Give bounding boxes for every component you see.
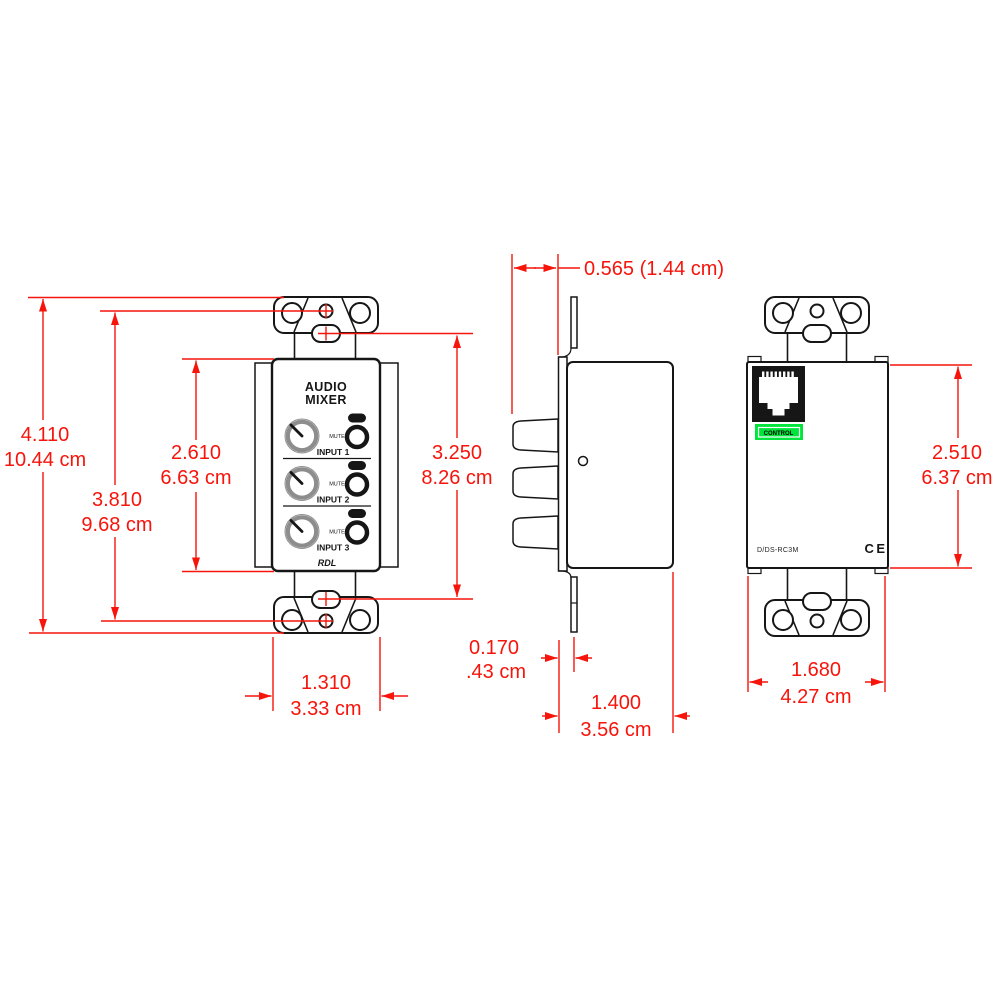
svg-text:2.610: 2.610: [171, 442, 221, 464]
dim-rear-body-height: 2.510 6.37 cm: [890, 364, 993, 569]
panel-title-line1: AUDIO: [305, 380, 347, 394]
dim-slot-spacing: 3.250 8.26 cm: [421, 335, 493, 597]
mute-label: MUTE: [329, 482, 345, 488]
mute-button-icon[interactable]: [344, 472, 370, 497]
front-view: AUDIO MIXER MUTE INPUT 1 MUTE INPUT 2: [254, 296, 399, 634]
model-number: D/DS-RC3M: [757, 547, 799, 554]
right-side-tab: [379, 362, 399, 568]
svg-text:3.250: 3.250: [432, 442, 482, 464]
svg-text:0.565 (1.44 cm): 0.565 (1.44 cm): [584, 258, 724, 280]
ear-hole: [281, 302, 303, 324]
input-label: INPUT 1: [317, 447, 350, 457]
svg-text:4.110: 4.110: [21, 424, 70, 446]
channel-1: MUTE INPUT 1: [283, 413, 371, 460]
ce-mark: CE: [864, 541, 887, 556]
mute-button-icon[interactable]: [344, 424, 370, 450]
input-label: INPUT 3: [317, 543, 350, 553]
top-flange: [570, 296, 578, 349]
top-mounting-bracket: [764, 296, 870, 343]
center-hole: [809, 303, 825, 319]
svg-text:3.810: 3.810: [92, 489, 142, 511]
ear-hole: [840, 302, 862, 324]
ear-hole: [349, 609, 371, 631]
svg-text:3.56 cm: 3.56 cm: [580, 719, 651, 741]
dim-knob-projection: 0.565 (1.44 cm): [511, 254, 724, 414]
svg-text:0.170: 0.170: [469, 637, 519, 659]
knob-profile: [512, 515, 559, 550]
svg-text:1.400: 1.400: [591, 692, 641, 714]
svg-text:.43 cm: .43 cm: [466, 661, 526, 683]
faceplate-edge: [557, 356, 568, 572]
channel-3: MUTE INPUT 3: [284, 509, 370, 553]
rear-view: CONTROL D/DS-RC3M CE: [746, 296, 889, 637]
svg-text:CONTROL: CONTROL: [764, 431, 794, 437]
knob-pointer: [289, 423, 304, 438]
screw-hole: [577, 455, 589, 467]
led-icon: [348, 509, 366, 518]
knob-profile: [512, 418, 559, 453]
ear-hole: [840, 609, 862, 631]
bottom-mounting-bracket: [764, 592, 870, 637]
channel-2: MUTE INPUT 2: [283, 461, 371, 507]
dim-overall-height: 4.110 10.44 cm: [4, 296, 284, 634]
mounting-slot: [802, 324, 832, 343]
dim-bracket-width: 1.310 3.33 cm: [245, 637, 408, 720]
ear-hole: [281, 609, 303, 631]
knob-pointer: [289, 471, 304, 485]
ear-hole: [349, 302, 371, 324]
svg-text:9.68 cm: 9.68 cm: [81, 514, 152, 536]
svg-text:6.63 cm: 6.63 cm: [160, 467, 231, 489]
led-icon: [348, 461, 366, 470]
enclosure-body: [566, 361, 674, 569]
center-hole: [809, 613, 825, 629]
dim-rear-body-width: 1.680 4.27 cm: [747, 576, 886, 708]
svg-text:1.680: 1.680: [791, 659, 841, 681]
led-icon: [348, 413, 366, 423]
svg-text:6.37 cm: 6.37 cm: [921, 467, 992, 489]
knob-pointer: [289, 519, 304, 533]
rj45-jack-icon[interactable]: [752, 366, 805, 422]
dimension-annotations: 4.110 10.44 cm 3.810 9.68 cm 2.610 6.63 …: [4, 254, 993, 741]
ear-hole: [772, 302, 794, 324]
svg-text:2.510: 2.510: [932, 442, 982, 464]
dim-body-depth: 1.400 3.56 cm: [542, 572, 690, 741]
mute-label: MUTE: [329, 434, 345, 440]
dim-faceplate-height: 2.610 6.63 cm: [160, 358, 274, 573]
dim-flange-offset: 0.170 .43 cm: [466, 637, 592, 683]
svg-text:3.33 cm: 3.33 cm: [290, 698, 361, 720]
mute-button-icon[interactable]: [344, 520, 370, 545]
control-port-label: CONTROL: [755, 424, 803, 440]
mute-label: MUTE: [329, 530, 345, 536]
ear-hole: [772, 609, 794, 631]
knob-profile: [512, 465, 559, 500]
bottom-flange: [570, 576, 578, 633]
brand-logo: RDL: [318, 558, 337, 568]
left-side-tab: [254, 362, 274, 568]
side-view: [512, 296, 674, 633]
svg-text:1.310: 1.310: [301, 672, 351, 694]
svg-text:10.44 cm: 10.44 cm: [4, 449, 86, 471]
dim-mount-hole-spacing: 3.810 9.68 cm: [81, 312, 153, 620]
svg-text:4.27 cm: 4.27 cm: [780, 686, 851, 708]
panel-title-line2: MIXER: [305, 393, 347, 407]
input-label: INPUT 2: [317, 495, 350, 505]
svg-text:8.26 cm: 8.26 cm: [421, 467, 492, 489]
mounting-slot: [802, 592, 832, 611]
